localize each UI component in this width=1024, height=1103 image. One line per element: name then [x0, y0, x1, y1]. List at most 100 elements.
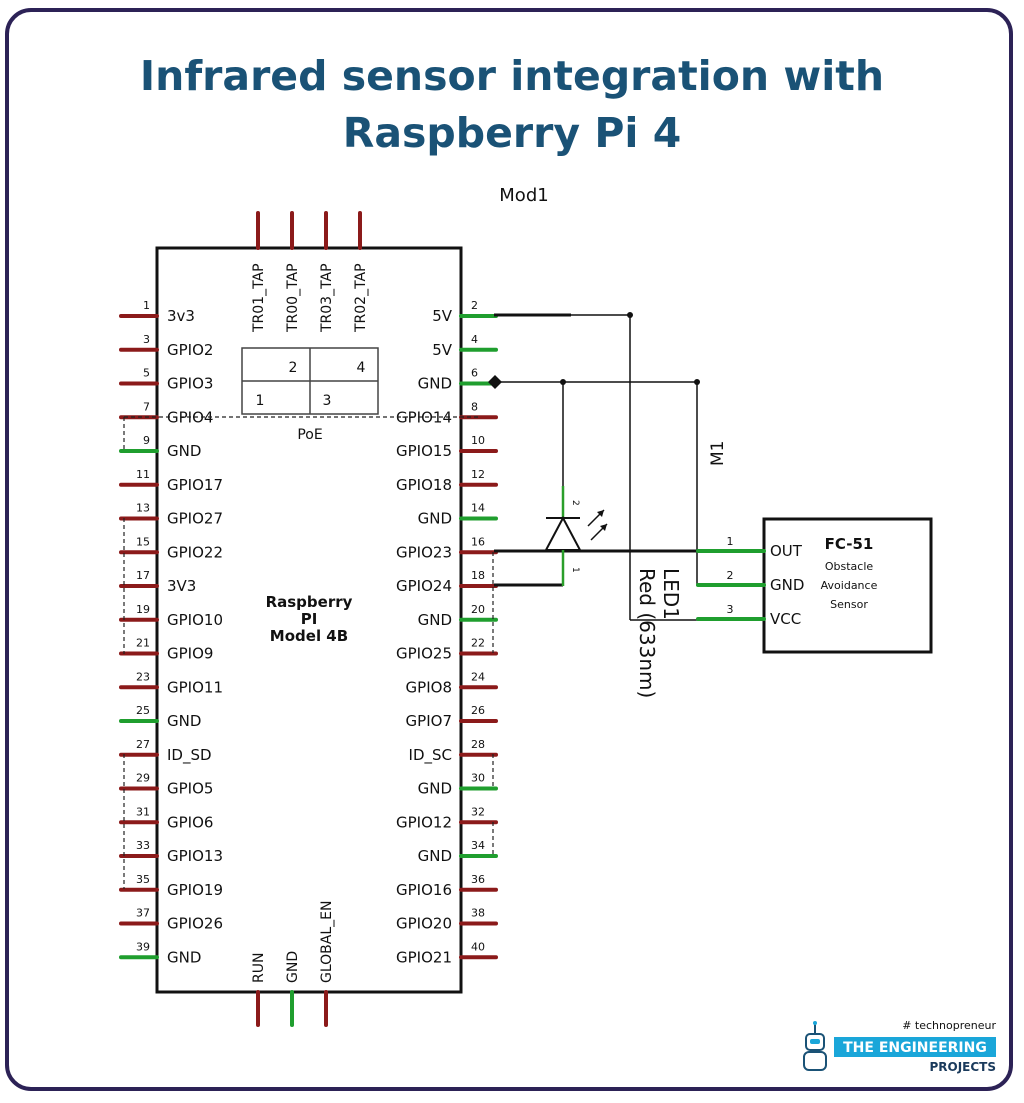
- left-pin-number: 19: [136, 603, 150, 616]
- left-pin-label: GPIO26: [167, 915, 223, 933]
- left-pin-number: 7: [143, 400, 150, 413]
- left-pin-number: 29: [136, 772, 150, 785]
- connector-label: M1: [708, 441, 728, 466]
- fc51-sensor-module: [762, 517, 933, 654]
- right-pin-label: GPIO18: [396, 476, 452, 494]
- right-pin-label: GPIO16: [396, 881, 452, 899]
- junction-dots: [488, 312, 700, 389]
- left-pin-label: GND: [167, 948, 201, 966]
- left-pin-number: 37: [136, 907, 150, 920]
- right-pin-label: GND: [418, 375, 452, 393]
- right-pin-number: 10: [471, 434, 485, 447]
- sensor-pin-label: OUT: [770, 542, 803, 560]
- right-pin-number: 26: [471, 704, 485, 717]
- right-pin-label: GPIO12: [396, 813, 452, 831]
- sensor-pin-number: 1: [727, 535, 734, 548]
- left-pin-label: GND: [167, 712, 201, 730]
- left-pin-number: 33: [136, 839, 150, 852]
- sensor-name: FC-51: [825, 535, 874, 553]
- right-pin-number: 12: [471, 468, 485, 481]
- left-pin-label: GPIO27: [167, 510, 223, 528]
- right-pin-number: 16: [471, 535, 485, 548]
- left-pin-label: ID_SD: [167, 746, 212, 765]
- right-pin-label: GPIO14: [396, 408, 452, 426]
- right-pin-number: 34: [471, 839, 485, 852]
- right-pin-number: 6: [471, 367, 478, 380]
- poe-cell: 4: [357, 360, 366, 376]
- left-pin-number: 27: [136, 738, 150, 751]
- right-pin-label: GND: [418, 780, 452, 798]
- left-pin-label: GPIO19: [167, 881, 223, 899]
- sensor-desc-line-2: Avoidance: [821, 579, 878, 592]
- led-desc: Red (633nm): [635, 568, 659, 698]
- poe-label: PoE: [297, 427, 322, 443]
- left-pin-label: GPIO3: [167, 375, 213, 393]
- wires: [494, 313, 764, 621]
- sensor-desc-line-1: Obstacle: [825, 560, 874, 573]
- left-pin-number: 31: [136, 805, 150, 818]
- left-pin-number: 3: [143, 333, 150, 346]
- right-pin-label: GND: [418, 611, 452, 629]
- right-pin-label: GPIO21: [396, 948, 452, 966]
- right-pin-number: 36: [471, 873, 485, 886]
- right-pin-number: 40: [471, 940, 485, 953]
- right-pin-number: 38: [471, 907, 485, 920]
- right-pin-label: GPIO15: [396, 442, 452, 460]
- dashed-jumpers: [123, 416, 494, 889]
- robot-icon: [803, 1021, 827, 1071]
- board-name-line-1: Raspberry: [266, 593, 353, 611]
- left-pin-number: 11: [136, 468, 150, 481]
- poe-header: 2 4 1 3 PoE: [241, 347, 379, 443]
- left-pin-number: 13: [136, 502, 150, 515]
- right-pin-number: 30: [471, 772, 485, 785]
- top-pin-label: TR03_TAP: [319, 263, 335, 333]
- logo-tag: # technopreneur: [902, 1019, 996, 1032]
- board-name-line-3: Model 4B: [270, 627, 348, 645]
- right-pin-label: GND: [418, 847, 452, 865]
- sensor-pin-number: 3: [727, 603, 734, 616]
- right-pin-number: 28: [471, 738, 485, 751]
- right-pin-label: GPIO24: [396, 577, 452, 595]
- sensor-pin-label: VCC: [770, 610, 801, 628]
- board-name-line-2: PI: [301, 610, 318, 628]
- right-pin-number: 22: [471, 637, 485, 650]
- right-pin-number: 18: [471, 569, 485, 582]
- right-pin-label: 5V: [432, 341, 453, 359]
- logo-line-1: THE ENGINEERING: [843, 1040, 987, 1056]
- left-pin-label: GPIO10: [167, 611, 223, 629]
- right-pin-label: GPIO23: [396, 543, 452, 561]
- right-pin-header: 25V45V6GND8GPIO1410GPIO1512GPIO1814GND16…: [396, 299, 498, 966]
- bottom-pin-label: RUN: [251, 953, 267, 983]
- poe-cell: 2: [289, 360, 298, 376]
- right-pin-number: 14: [471, 502, 485, 515]
- sensor-desc-line-3: Sensor: [830, 598, 868, 611]
- left-pin-label: GPIO13: [167, 847, 223, 865]
- led-pin-number: 1: [570, 567, 580, 573]
- right-pin-number: 20: [471, 603, 485, 616]
- module-label: Mod1: [499, 185, 548, 206]
- left-pin-number: 35: [136, 873, 150, 886]
- left-pin-number: 17: [136, 569, 150, 582]
- left-pin-label: GPIO6: [167, 813, 213, 831]
- top-pin-label: TR00_TAP: [285, 263, 301, 333]
- sensor-pin-number: 2: [727, 569, 734, 582]
- led-diode-symbol: [544, 486, 608, 586]
- poe-cell: 3: [323, 393, 332, 409]
- right-pin-label: ID_SC: [409, 746, 452, 765]
- left-pin-number: 25: [136, 704, 150, 717]
- left-pin-label: GPIO5: [167, 780, 213, 798]
- title-line-2: Raspberry Pi 4: [342, 109, 682, 157]
- led-pin-number: 2: [570, 500, 580, 506]
- left-pin-number: 23: [136, 670, 150, 683]
- left-pin-number: 15: [136, 535, 150, 548]
- top-pin-label: TR01_TAP: [251, 263, 267, 333]
- left-pin-label: GPIO9: [167, 645, 213, 663]
- sensor-pin-label: GND: [770, 576, 804, 594]
- bottom-pin-label: GND: [285, 951, 301, 983]
- left-pin-number: 9: [143, 434, 150, 447]
- led-name: LED1: [659, 568, 683, 620]
- title-line-1: Infrared sensor integration with: [139, 52, 885, 100]
- right-pin-label: GPIO20: [396, 915, 452, 933]
